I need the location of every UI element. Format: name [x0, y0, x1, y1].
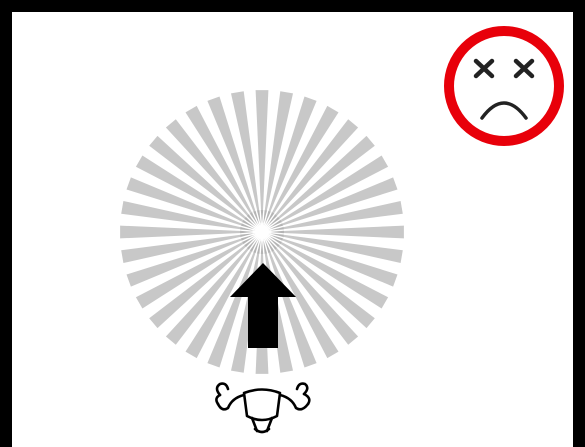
- sad-face-x-eyes-icon: [449, 31, 559, 141]
- warning-ring: [449, 31, 559, 141]
